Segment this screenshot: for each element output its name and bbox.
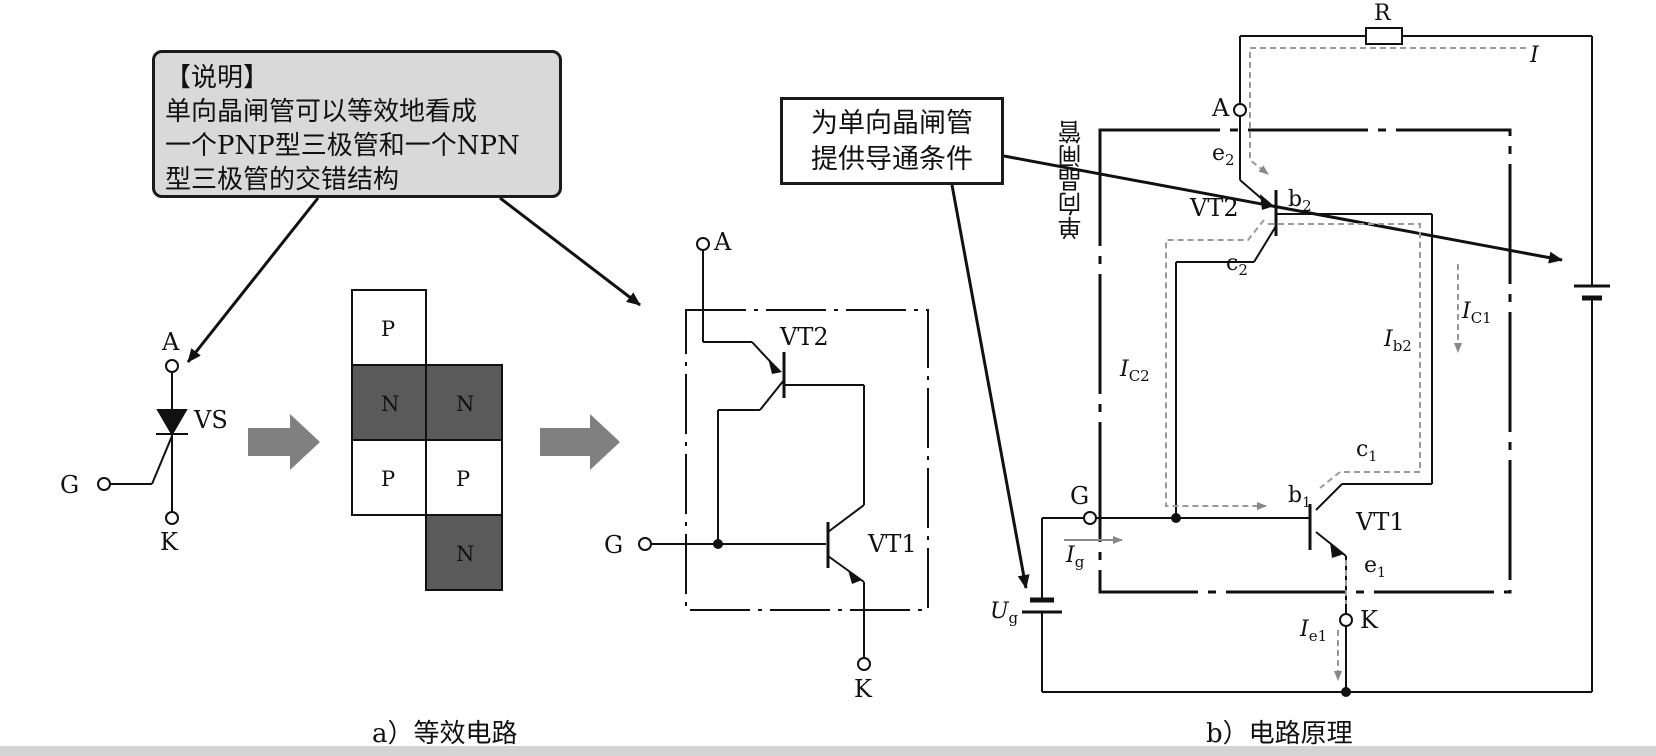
cond-line-1: 为单向晶闸管 — [811, 108, 973, 139]
layer-6: N — [456, 542, 474, 566]
label-e1: e1 — [1364, 553, 1386, 581]
note-line-3: 型三极管的交错结构 — [165, 165, 400, 195]
conduction-condition-note: 为单向晶闸管 提供导通条件 — [780, 97, 1004, 185]
vs-label: VS — [193, 406, 228, 434]
label-ig: Ig — [1065, 543, 1085, 571]
layer-2: N — [381, 392, 399, 416]
current-i-label: I — [1529, 43, 1540, 68]
layer-1: P — [381, 317, 395, 341]
label-ie1: Ie1 — [1299, 617, 1327, 645]
vs-terminal-k: K — [160, 528, 179, 556]
vt2-emitter-arrow-r — [1260, 194, 1274, 210]
label-c1: c1 — [1356, 437, 1377, 465]
label-ic1: IC1 — [1461, 299, 1492, 327]
layer-structure — [351, 289, 503, 591]
vt1-emitter-arrow — [848, 570, 862, 584]
principle-terminal-g: G — [1070, 482, 1089, 510]
caption-a: a）等效电路 — [372, 719, 518, 749]
vt2-emitter-arrow — [768, 358, 782, 374]
callout-arrow-to-battery — [1003, 154, 1563, 264]
bottom-strip — [0, 746, 1656, 756]
label-b1: b1 — [1288, 483, 1311, 511]
junction-gate — [1171, 513, 1181, 523]
callout-arrow-to-vs — [186, 197, 320, 363]
label-c2: c2 — [1226, 251, 1248, 279]
principle-circuit — [1022, 27, 1610, 693]
equiv-vt1-label: VT1 — [867, 530, 917, 558]
label-ib2: Ib2 — [1383, 327, 1412, 355]
device-vertical-label: 单向晶闸管 — [1058, 120, 1086, 240]
caption-b: b）电路原理 — [1206, 719, 1353, 749]
note-line-2: 一个PNP型三极管和一个NPN — [165, 131, 520, 161]
principle-terminal-k: K — [1360, 606, 1379, 634]
callout-arrow-to-ug — [950, 184, 1030, 589]
vs-terminal-a: A — [161, 328, 180, 356]
junction-g — [713, 539, 723, 549]
principle-terminal-a: A — [1211, 94, 1230, 122]
vt1-emitter-arrow-r — [1330, 542, 1344, 558]
explanation-note: 【说明】 单向晶闸管可以等效地看成 一个PNP型三极管和一个NPN 型三极管的交… — [152, 50, 562, 198]
note-title: 【说明】 — [165, 63, 270, 93]
equiv-vt2-label: VT2 — [779, 323, 829, 351]
label-ic2: IC2 — [1119, 357, 1150, 385]
label-vt1: VT1 — [1355, 508, 1405, 536]
block-arrow-1 — [248, 414, 320, 470]
label-e2: e2 — [1212, 141, 1235, 169]
resistor-label: R — [1374, 1, 1392, 26]
cond-line-2: 提供导通条件 — [811, 144, 973, 175]
vs-terminal-g: G — [60, 471, 79, 499]
note-line-1: 单向晶闸管可以等效地看成 — [165, 97, 478, 127]
junction-bottom — [1341, 687, 1351, 697]
equivalent-circuit — [638, 237, 929, 671]
label-vt2: VT2 — [1189, 194, 1239, 222]
thyristor-symbol — [97, 359, 188, 525]
block-arrow-2 — [540, 414, 620, 470]
layer-4: P — [381, 467, 395, 491]
layer-5: P — [456, 467, 470, 491]
label-ug: Ug — [990, 599, 1019, 627]
label-b2: b2 — [1288, 187, 1312, 215]
callout-arrow-to-equiv — [499, 196, 641, 307]
equiv-terminal-k: K — [854, 675, 873, 703]
layer-3: N — [456, 392, 474, 416]
equiv-terminal-a: A — [713, 228, 732, 256]
current-paths — [1165, 47, 1526, 681]
equiv-terminal-g: G — [604, 531, 623, 559]
